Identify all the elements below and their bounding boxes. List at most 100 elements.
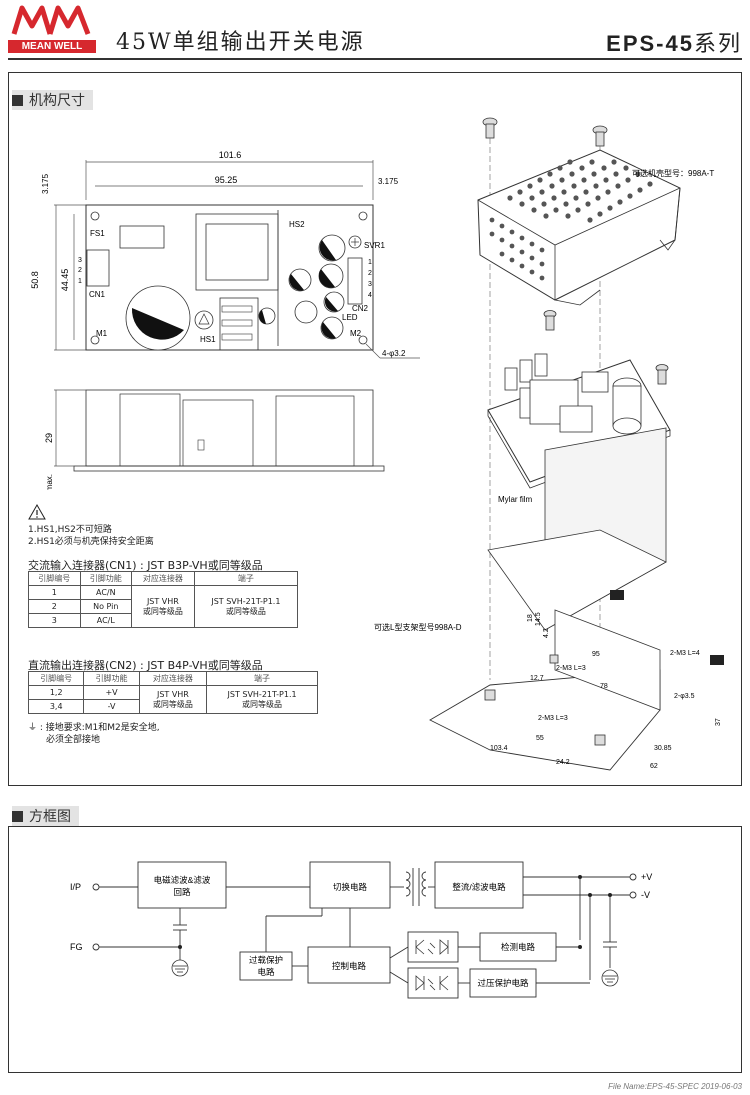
label-m2: M2 (350, 329, 362, 338)
header-rule (8, 58, 742, 60)
exploded-view: 可选机壳型号：998A-T Mylar film 可选L型支架型号998A-D … (374, 117, 724, 771)
cn2-header-mating: 对应连接器 (138, 671, 208, 686)
cn2-pin-4: 4 (368, 292, 372, 299)
cn2-terminal: JST SVH-21T-P1.1 或同等级品 (206, 685, 318, 714)
dim-14-5: 14.5 (535, 612, 542, 626)
dim-4-2: 4.2 (543, 628, 550, 638)
dim-height-holes: 44.45 (60, 269, 70, 292)
dim-m3-a: 2-M3 L=4 (670, 650, 700, 657)
dim-103-4: 103.4 (490, 745, 508, 752)
cn1-pin-1: 1 (78, 278, 82, 285)
dim-phi: 2-φ3.5 (674, 693, 695, 700)
block-detect: 检测电路 (501, 942, 536, 952)
cn1-header-mating: 对应连接器 (131, 571, 195, 586)
mw-logo-mark (11, 5, 91, 35)
warning-notes: 1.HS1,HS2不可短路 2.HS1必须与机壳保持安全距离 (28, 524, 154, 548)
ground-note: ⏚ : 接地要求:M1和M2是安全地, 必须全部接地 (28, 722, 160, 746)
mechanical-frame (8, 72, 742, 786)
block-switch: 切换电路 (333, 882, 368, 892)
series-suffix: 系列 (693, 32, 742, 57)
dim-18: 18 (527, 614, 534, 622)
block-minus-v: -V (641, 890, 650, 900)
label-led: LED (342, 313, 358, 322)
meanwell-logo: MEAN WELL (8, 4, 96, 53)
cn1-header-pin-no: 引脚编号 (28, 571, 81, 586)
label-m1: M1 (96, 329, 108, 338)
block-diagram: I/P FG +V -V 电磁滤波&滤波 回路 切换电路 整流/滤波电路 控制电… (70, 861, 652, 999)
section-mechanical-label: 机构尺寸 (29, 93, 85, 109)
dim-width-holes: 95.25 (215, 175, 238, 185)
bracket-note: 可选L型支架型号998A-D (374, 622, 462, 632)
dim-m3-c: 2-M3 L=3 (538, 715, 568, 722)
cn2-mating: JST VHR 或同等级品 (138, 685, 208, 714)
block-ip-label: I/P (70, 882, 81, 892)
page-title: 45W单组输出开关电源 (116, 30, 365, 55)
ground-note-1: ⏚ : 接地要求:M1和M2是安全地, (28, 723, 160, 733)
dim-78: 78 (600, 683, 608, 690)
cn1-row3-func: AC/L (79, 613, 133, 628)
model-name: EPS-45 (606, 31, 694, 56)
dim-24-2: 24.2 (556, 759, 570, 766)
cn2-pin-3: 3 (368, 281, 372, 288)
block-overload-line1: 过载保护 (249, 955, 283, 965)
cn1-header-terminal: 端子 (193, 571, 299, 586)
dim-offset-left: 3.175 (41, 173, 50, 194)
block-fg-label: FG (70, 942, 83, 952)
cn1-terminal: JST SVH-21T-P1.1 或同等级品 (193, 585, 299, 628)
cn2-header-terminal: 端子 (206, 671, 318, 686)
label-hs2: HS2 (289, 220, 305, 229)
block-frame (8, 826, 742, 1073)
block-control: 控制电路 (332, 961, 367, 971)
cn2-row1-pin: 1,2 (27, 685, 85, 700)
brand-name: MEAN WELL (8, 40, 96, 53)
cn1-row2-func: No Pin (79, 599, 133, 614)
dim-12-7: 12.7 (530, 675, 544, 682)
block-emi-line1: 电磁滤波&滤波 (154, 875, 211, 885)
cn1-pin-3: 3 (78, 257, 82, 264)
cn1-row1-func: AC/N (79, 585, 133, 600)
label-cn2: CN2 (352, 304, 369, 313)
table-row: 1,2 +V JST VHR 或同等级品 JST SVH-21T-P1.1 或同… (27, 685, 318, 714)
cn2-header-function: 引脚功能 (83, 671, 140, 686)
cn2-pin-2: 2 (368, 270, 372, 277)
label-fs1: FS1 (90, 229, 105, 238)
table-row: 3,4 -V (27, 699, 318, 714)
section-mechanical: 机构尺寸 (12, 90, 93, 110)
mylar-label: Mylar film (498, 495, 533, 504)
dim-width-total: 101.6 (219, 150, 242, 160)
label-cn1: CN1 (89, 290, 106, 299)
cn1-row2-pin: 2 (28, 599, 81, 614)
dim-side-max: 3 max. (45, 474, 54, 490)
dim-30-85: 30.85 (654, 745, 672, 752)
dim-offset-right: 3.175 (378, 177, 399, 186)
block-rect: 整流/滤波电路 (452, 882, 506, 892)
section-block-diagram: 方框图 (12, 806, 79, 826)
file-name-footer: File Name:EPS-45-SPEC 2019-06-03 (608, 1082, 742, 1091)
cn1-table: 引脚编号 引脚功能 对应连接器 端子 1 AC/N JST VHR 或同等级品 … (28, 571, 299, 628)
model-title: EPS-45系列 (606, 26, 742, 58)
dim-side-height: 29 (44, 433, 54, 443)
dim-m3-b: 2-M3 L=3 (556, 665, 586, 672)
dim-37: 37 (715, 718, 722, 726)
section-block-diagram-label: 方框图 (29, 809, 71, 825)
cn1-header-function: 引脚功能 (79, 571, 133, 586)
cn2-pin-1: 1 (368, 259, 372, 266)
cn1-row1-pin: 1 (28, 585, 81, 600)
dim-height-total: 50.8 (30, 271, 40, 289)
warning-icon (28, 504, 46, 520)
block-plus-v: +V (641, 872, 652, 882)
table-row: 3 AC/L (28, 613, 298, 628)
cn2-table: 引脚编号 引脚功能 对应连接器 端子 1,2 +V JST VHR 或同等级品 … (27, 671, 318, 714)
cn2-row2-pin: 3,4 (27, 699, 85, 714)
warning-note-2: 2.HS1必须与机壳保持安全距离 (28, 537, 154, 547)
cn2-caption: 直流输出连接器(CN2) : JST B4P-VH或同等级品 (28, 659, 263, 672)
dim-95: 95 (592, 651, 600, 658)
warning-note-1: 1.HS1,HS2不可短路 (28, 525, 112, 535)
block-emi-line2: 回路 (173, 887, 191, 897)
cn2-row2-func: -V (83, 699, 140, 714)
cn2-row1-func: +V (83, 685, 140, 700)
cn1-pin-2: 2 (78, 267, 82, 274)
block-ovp: 过压保护电路 (477, 978, 529, 988)
cn1-mating: JST VHR 或同等级品 (131, 585, 195, 628)
cn1-caption: 交流输入连接器(CN1) : JST B3P-VH或同等级品 (28, 559, 263, 572)
